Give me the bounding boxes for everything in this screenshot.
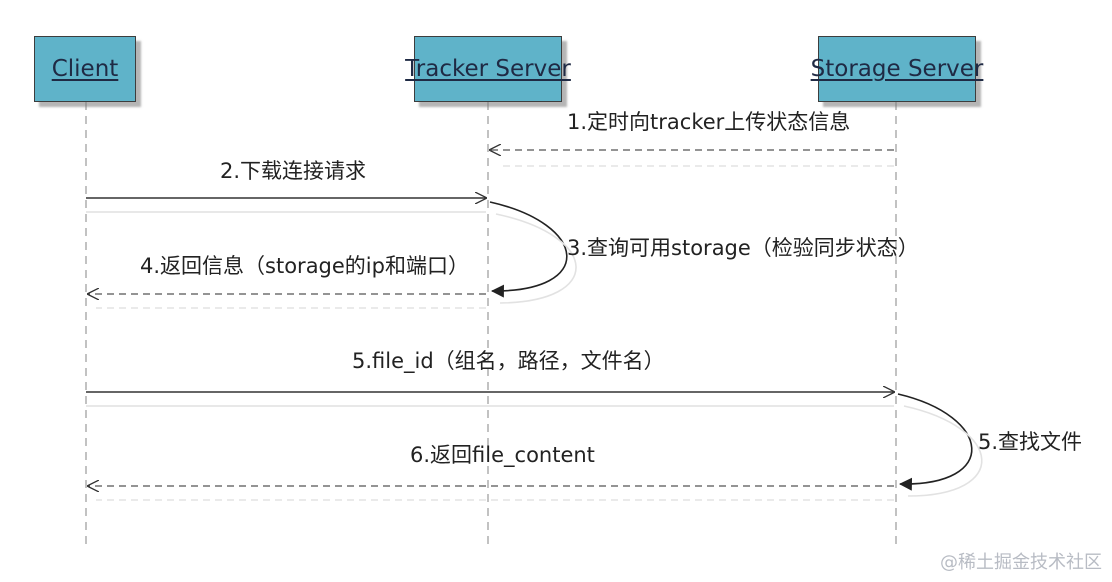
shadow-msg-5b: [903, 405, 983, 497]
message-2-label: 2.下载连接请求: [220, 159, 367, 183]
arrow-msg-3: [489, 201, 568, 298]
message-1-label: 1.定时向tracker上传状态信息: [567, 110, 851, 134]
message-5a-label: 5.file_id（组名，路径，文件名）: [352, 349, 665, 373]
message-6-label: 6.返回file_content: [410, 443, 595, 467]
actor-storage-server: Storage Server: [811, 36, 983, 102]
shadow-msg-3: [495, 213, 577, 304]
arrow-msg-5b: [897, 393, 973, 491]
actor-tracker-server: Tracker Server: [405, 36, 571, 102]
actor-client: Client: [34, 36, 136, 102]
watermark-text: @稀土掘金技术社区: [940, 552, 1102, 573]
message-3-label: 3.查询可用storage（检验同步状态）: [567, 236, 919, 260]
message-4-label: 4.返回信息（storage的ip和端口）: [140, 254, 469, 278]
message-5b-label: 5.查找文件: [978, 430, 1083, 454]
